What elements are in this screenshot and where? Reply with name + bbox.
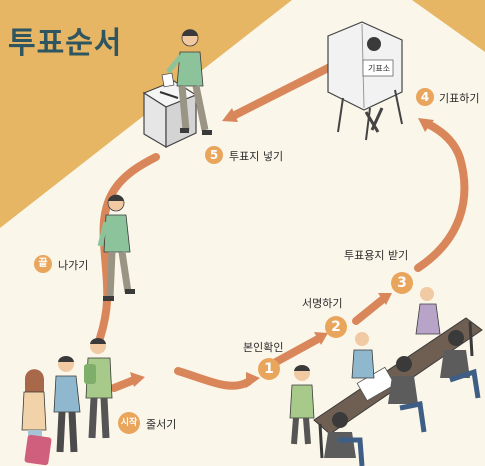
voter-queue xyxy=(21,338,113,466)
start-label: 줄서기 xyxy=(146,418,177,431)
exit-badge: 끝 xyxy=(34,255,52,273)
start-badge: 시작 xyxy=(118,412,140,434)
step-1-badge: 1 xyxy=(258,358,280,380)
step-2-badge: 2 xyxy=(325,316,347,338)
voter-exiting xyxy=(97,194,135,301)
top-right-band xyxy=(412,0,485,52)
step-3-badge: 3 xyxy=(391,272,413,294)
step-2-label: 서명하기 xyxy=(302,297,343,310)
path-arrowheads xyxy=(130,108,434,388)
journey-path xyxy=(96,58,469,392)
exit-label: 나가기 xyxy=(58,259,89,272)
voter-casting-ballot xyxy=(166,29,212,135)
voting-booth xyxy=(327,21,403,141)
step-4-badge: 4 xyxy=(416,88,434,106)
step-5-label: 투표지 넣기 xyxy=(229,150,284,163)
registration-desk xyxy=(289,287,483,466)
page-title: 투표순서 xyxy=(8,26,123,61)
step-4-label: 기표하기 xyxy=(439,92,480,105)
step-1-label: 본인확인 xyxy=(243,341,284,354)
step-3-label: 투표용지 받기 xyxy=(344,249,409,262)
step-5-badge: 5 xyxy=(205,146,223,164)
ballot-box xyxy=(142,72,198,149)
booth-sign-text: 기표소 xyxy=(368,64,391,73)
